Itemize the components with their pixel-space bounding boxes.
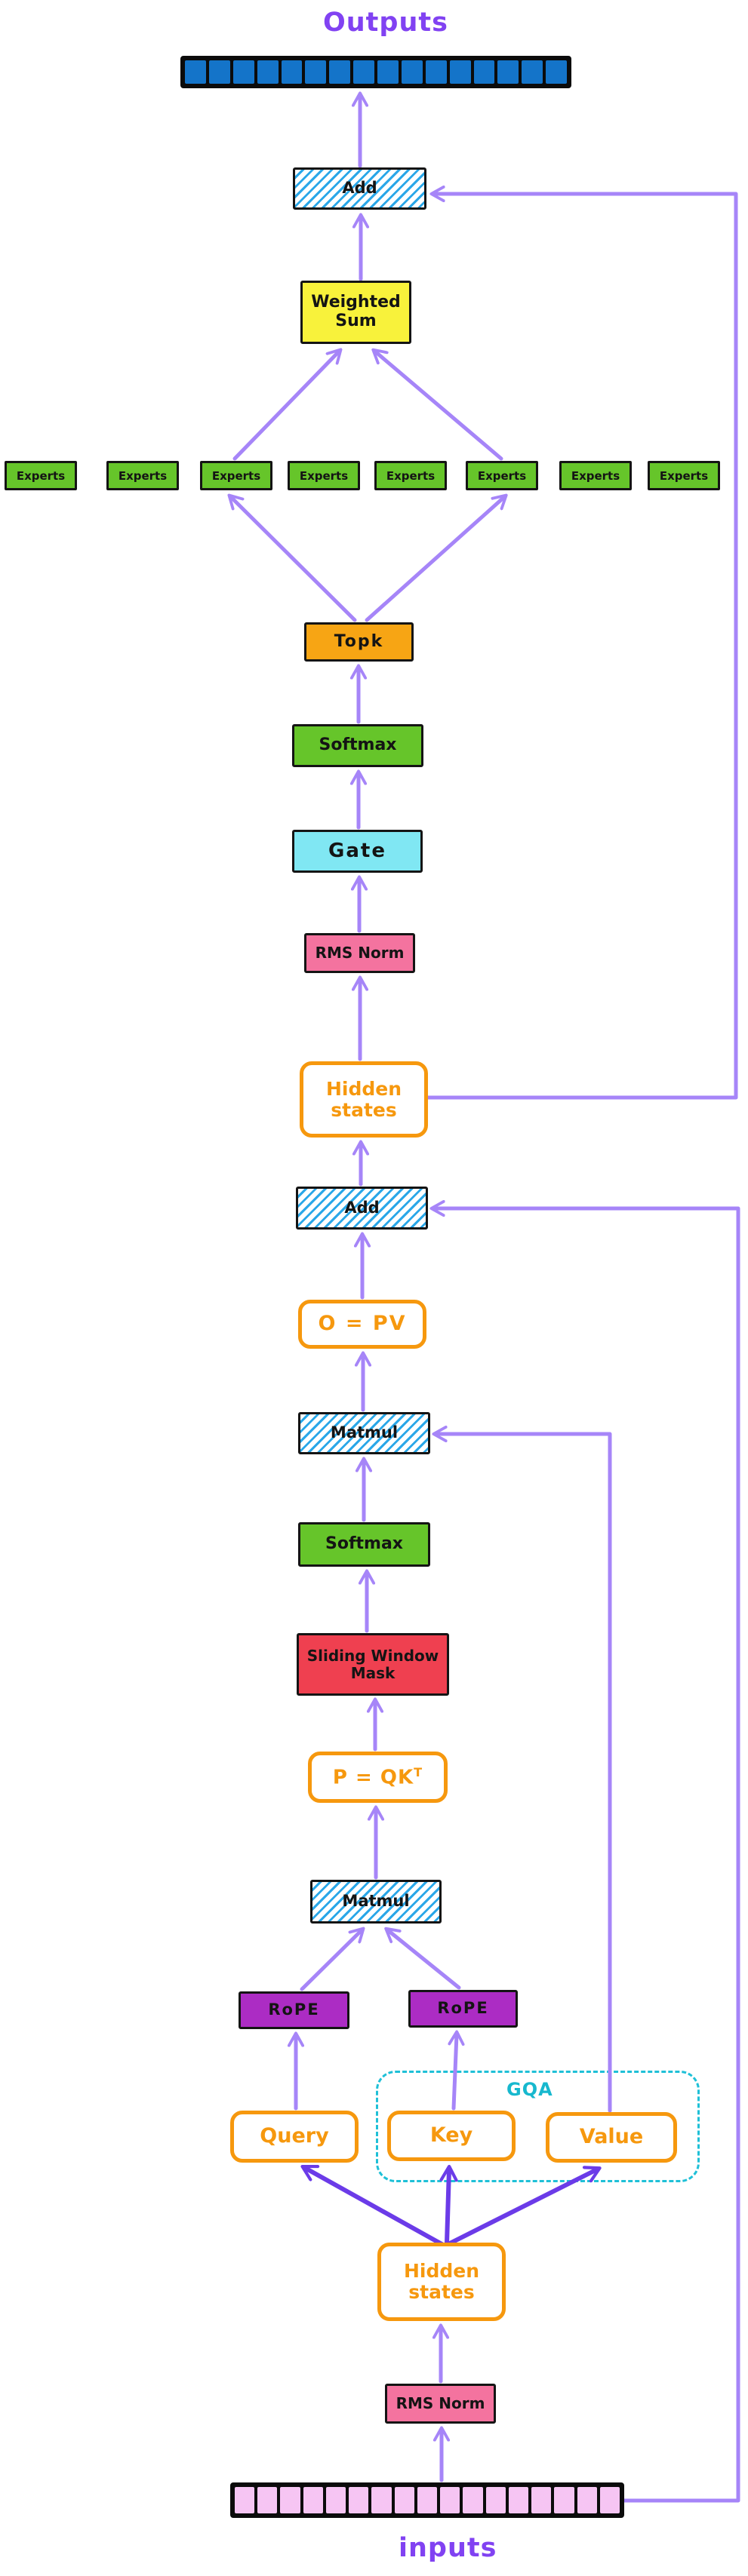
transpose-superscript: T [414,1764,423,1779]
token-segment [417,2487,438,2513]
token-segment [303,2487,323,2513]
token-segment [349,2487,369,2513]
node-hidden-states-bottom: Hidden states [377,2243,506,2321]
inputs-token-bar [230,2482,624,2518]
token-segment [394,2487,414,2513]
token-segment [497,60,519,84]
node-key: Key [387,2111,516,2161]
outputs-label: Outputs [323,8,448,38]
node-rms-norm-bottom: RMS Norm [385,2384,496,2424]
node-matmul-pv: Matmul [298,1412,430,1454]
token-segment [463,2487,483,2513]
token-segment [353,60,374,84]
arrow-ropeR-to-matmul [388,1930,461,1990]
residual-hidden-to-top-add [426,194,738,1100]
node-expert-8: Experts [648,461,720,490]
p-qkt-text: P = QKT [332,1764,423,1789]
token-segment [185,60,206,84]
token-segment [599,2487,620,2513]
token-segment [305,60,327,84]
node-topk: Topk [304,622,414,662]
node-rms-norm-moe: RMS Norm [304,933,415,973]
gqa-label: GQA [506,2079,553,2100]
node-expert-6: Experts [466,461,538,490]
token-segment [235,2487,255,2513]
token-segment [425,60,447,84]
node-query: Query [230,2111,359,2163]
node-add-final: Add [293,167,426,210]
token-segment [208,60,230,84]
node-matmul-qk: Matmul [310,1880,442,1924]
token-segment [546,60,567,84]
inputs-label: inputs [399,2533,497,2563]
node-expert-3: Experts [200,461,272,490]
node-rope-query: RoPE [239,1991,349,2029]
token-segment [280,2487,300,2513]
node-expert-2: Experts [106,461,179,490]
token-segment [522,60,543,84]
node-gate: Gate [292,830,423,873]
token-segment [371,2487,392,2513]
node-rope-key: RoPE [408,1990,518,2028]
token-segment [232,60,254,84]
token-segment [508,2487,529,2513]
token-segment [554,2487,574,2513]
token-segment [440,2487,460,2513]
node-softmax-router: Softmax [292,724,423,767]
node-add-attention: Add [296,1187,428,1230]
token-segment [281,60,303,84]
token-segment [401,60,423,84]
node-p-equals-qkt: P = QKT [308,1752,448,1803]
arrow-ropeL-to-matmul [300,1930,362,1991]
token-segment [257,2487,278,2513]
token-segment [577,2487,597,2513]
token-segment [377,60,399,84]
arrow-topk-to-expert6 [365,497,504,622]
node-sliding-window-mask: Sliding Window Mask [297,1633,449,1696]
token-segment [257,60,279,84]
token-segment [531,2487,552,2513]
node-expert-4: Experts [288,461,360,490]
node-expert-1: Experts [5,461,77,490]
token-segment [329,60,351,84]
node-value: Value [546,2112,677,2163]
node-expert-7: Experts [559,461,632,490]
token-segment [449,60,471,84]
arrow-expert3-to-wsum [232,352,339,461]
node-expert-5: Experts [374,461,447,490]
arrow-expert6-to-wsum [375,352,503,461]
token-segment [485,2487,506,2513]
token-segment [325,2487,346,2513]
outputs-token-bar [180,56,571,88]
node-o-equals-pv: O = PV [298,1300,426,1349]
node-softmax-attention: Softmax [298,1522,430,1567]
node-hidden-states-mid: Hidden states [300,1061,428,1138]
token-segment [473,60,495,84]
arrow-topk-to-expert3 [231,497,357,622]
node-weighted-sum: Weighted Sum [300,281,411,344]
